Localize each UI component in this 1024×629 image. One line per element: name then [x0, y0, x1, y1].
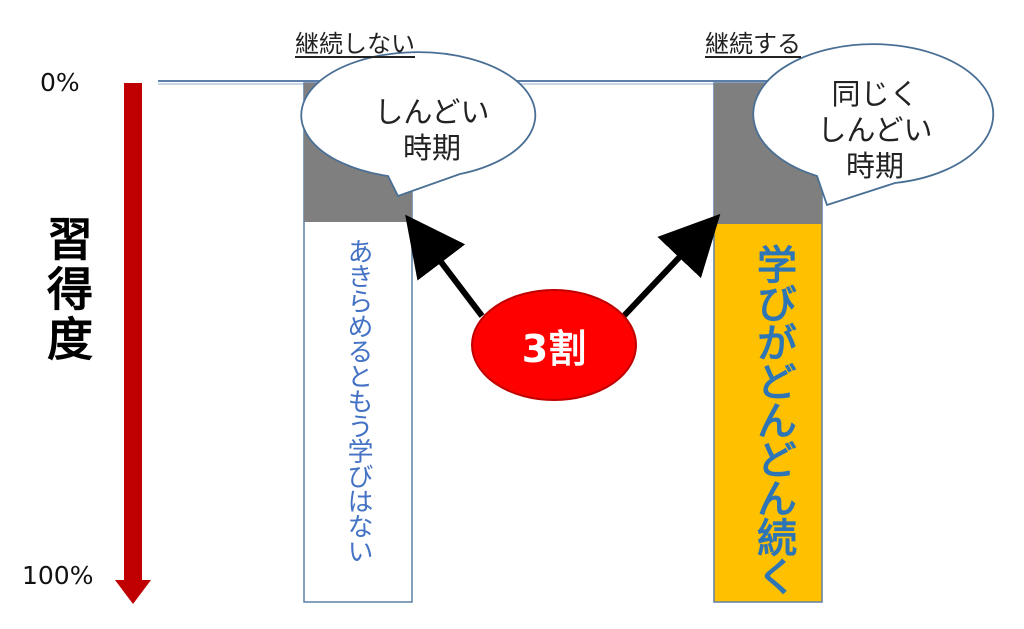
left-speech-bubble	[300, 51, 537, 198]
left-column-title: 継続しない	[295, 30, 415, 58]
right-column-title: 継続する	[705, 30, 801, 58]
arrow-to-left-bar	[405, 214, 485, 318]
right-speech-bubble	[752, 43, 995, 207]
axis-label: 習得度	[40, 215, 94, 365]
right-bubble-line-3: 時期	[845, 149, 904, 183]
left-bubble-line-2: 時期	[402, 131, 461, 165]
axis-arrow-head	[115, 580, 151, 604]
left-bubble-text: しんどい 時期	[352, 94, 512, 166]
axis-bottom-tick: 100%	[22, 561, 94, 590]
center-badge	[471, 289, 637, 401]
left-bubble-line-1: しんどい	[374, 95, 490, 129]
axis-top-tick: 0%	[40, 68, 80, 97]
center-badge-text: 3割	[521, 327, 587, 371]
arrow-to-right-bar	[617, 213, 721, 323]
right-bubble-line-2: しんどい	[817, 113, 933, 147]
axis-arrow-shaft	[124, 83, 142, 583]
right-bubble-text: 同じく しんどい 時期	[795, 76, 955, 184]
right-bar-text: 学びがどんどん続く	[750, 244, 796, 595]
left-bar-text: あきらめるともう学びはない	[343, 238, 373, 563]
right-bubble-line-1: 同じく	[831, 77, 919, 111]
